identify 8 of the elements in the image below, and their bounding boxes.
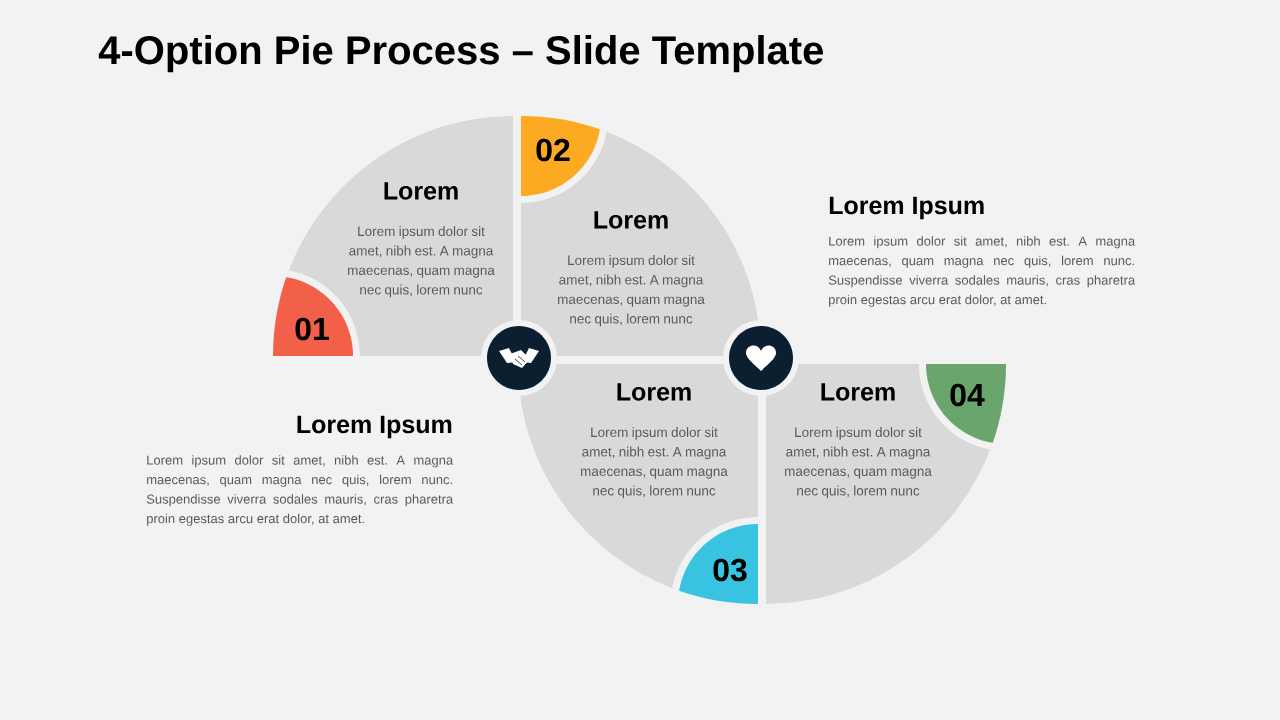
title: 4-Option Pie Process – Slide Template [98, 35, 823, 73]
heading: Lorem Ipsum [297, 415, 452, 439]
number-badge: 02 [521, 116, 601, 196]
paragraph: Lorem ipsum dolor sit amet, nibh est. A magna maecenas, quam magna nec quis, lorem nunc. Suspendisse viverra sodales mauris, cras pharetra proin egestas arcu erat dolor, at amet. [828, 236, 1136, 307]
heading: Lorem Ipsum [829, 196, 984, 220]
paragraph: Lorem ipsum dolor sit amet, nibh est. A magna maecenas, quam magna nec quis, lorem nunc. Suspendisse viverra sodales mauris, cras pharetra proin egestas arcu erat dolor, at amet. [146, 455, 454, 526]
number-badge: 01 [273, 276, 353, 356]
number-badge: 04 [926, 364, 1006, 444]
